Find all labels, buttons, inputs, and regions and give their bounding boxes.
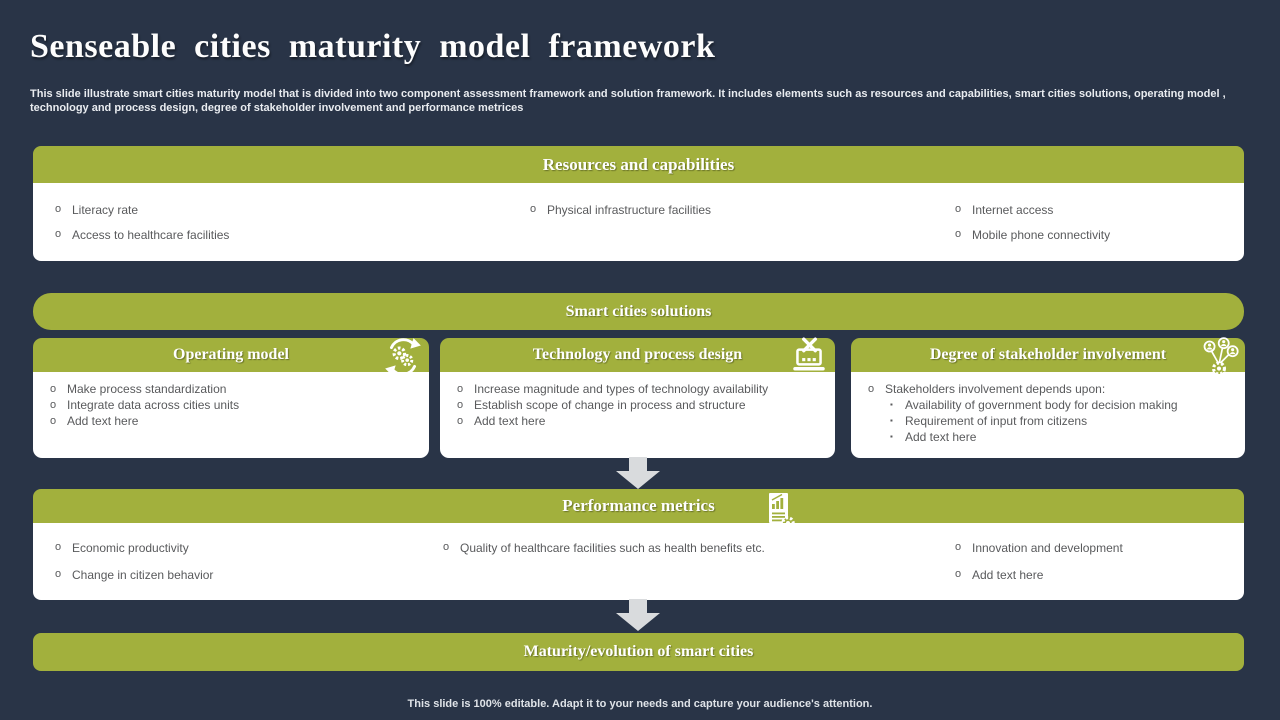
list-item: o Innovation and development <box>955 541 1123 555</box>
list-item-label: Quality of healthcare facilities such as… <box>460 541 765 555</box>
list-item-label: Internet access <box>972 203 1054 217</box>
bullet-marker: ▪ <box>890 416 893 425</box>
bullet-marker: o <box>55 541 62 553</box>
slide-description: This slide illustrate smart cities matur… <box>30 88 1226 114</box>
list-item-label: Add text here <box>67 414 139 428</box>
bullet-marker: o <box>443 541 450 553</box>
maturity-evolution-label: Maturity/evolution of smart cities <box>523 643 754 660</box>
technology-process-body: o Increase magnitude and types of techno… <box>440 372 835 458</box>
resources-header-bar: Resources and capabilities <box>33 146 1244 183</box>
operating-model-body: o Make process standardization o Integra… <box>33 372 429 458</box>
page-title: Senseable cities maturity model framewor… <box>30 28 716 65</box>
list-item: o Quality of healthcare facilities such … <box>443 541 765 555</box>
operating-model-title: Operating model <box>173 346 289 363</box>
list-item-label: Physical infrastructure facilities <box>547 203 712 217</box>
list-item-label: Access to healthcare facilities <box>72 228 230 242</box>
person-node <box>1217 337 1230 350</box>
stakeholder-network-gear-icon <box>1203 337 1239 376</box>
list-item: o Internet access <box>955 203 1053 217</box>
list-item-label: Innovation and development <box>972 541 1123 555</box>
list-item-label: Stakeholders involvement depends upon: <box>885 382 1106 396</box>
sync-gears-icon <box>385 338 421 376</box>
bullet-marker: o <box>457 383 464 395</box>
sub-list-item: ▪ Add text here <box>883 429 1233 445</box>
bullet-marker: ▪ <box>890 432 893 441</box>
person-node <box>1226 345 1239 358</box>
list-item: o Physical infrastructure facilities <box>530 203 711 217</box>
list-item: o Add text here <box>955 568 1043 582</box>
sub-list-item: ▪ Requirement of input from citizens <box>883 413 1233 429</box>
list-item: o Add text here <box>450 413 823 429</box>
performance-section: Performance metrics o Economic productiv… <box>33 489 1244 600</box>
down-arrow-icon <box>616 457 660 489</box>
bullet-marker: o <box>955 568 962 580</box>
list-item-label: Mobile phone connectivity <box>972 228 1111 242</box>
bullet-marker: o <box>457 399 464 411</box>
list-item: o Establish scope of change in process a… <box>450 397 823 413</box>
bullet-marker: o <box>868 383 875 395</box>
sub-list: ▪ Availability of government body for de… <box>861 397 1233 445</box>
operating-model-header: Operating model <box>33 338 429 376</box>
list-item-label: Make process standardization <box>67 382 227 396</box>
list-item: o Mobile phone connectivity <box>955 228 1110 242</box>
stakeholder-involvement-header: Degree of stakeholder involvement <box>851 337 1245 376</box>
stakeholder-involvement-body: o Stakeholders involvement depends upon:… <box>851 372 1245 458</box>
list-item-label: Add text here <box>972 568 1044 582</box>
person-node <box>1203 340 1216 353</box>
list-item: o Integrate data across cities units <box>43 397 417 413</box>
list-item: o Literacy rate <box>55 203 138 217</box>
list-item: o Add text here <box>43 413 417 429</box>
list-item-label: Availability of government body for deci… <box>905 398 1178 412</box>
resources-body: o Literacy rate o Access to healthcare f… <box>33 183 1244 261</box>
list-item: o Change in citizen behavior <box>55 568 213 582</box>
bullet-marker: o <box>55 568 62 580</box>
list-item-label: Add text here <box>905 430 977 444</box>
list-item-label: Increase magnitude and types of technolo… <box>474 382 769 396</box>
list-item: o Stakeholders involvement depends upon: <box>861 381 1233 397</box>
performance-body: o Economic productivity o Change in citi… <box>33 523 1244 600</box>
sub-list-item: ▪ Availability of government body for de… <box>883 397 1233 413</box>
smart-cities-solutions-label: Smart cities solutions <box>565 302 712 320</box>
list-item-label: Integrate data across cities units <box>67 398 240 412</box>
slide-footer-note: This slide is 100% editable. Adapt it to… <box>407 698 873 710</box>
stakeholder-involvement-card: Degree of stakeholder involvement <box>851 337 1245 458</box>
list-item-label: Requirement of input from citizens <box>905 414 1088 428</box>
bullet-marker: o <box>50 383 57 395</box>
bullet-marker: o <box>55 203 62 215</box>
operating-model-card: Operating model o Make process standardi… <box>33 338 429 458</box>
list-item-label: Change in citizen behavior <box>72 568 214 582</box>
maturity-evolution-bar: Maturity/evolution of smart cities <box>33 633 1244 671</box>
list-item-label: Establish scope of change in process and… <box>474 398 746 412</box>
list-item-label: Literacy rate <box>72 203 139 217</box>
technology-process-title: Technology and process design <box>532 346 743 363</box>
down-arrow-icon <box>616 599 660 631</box>
list-item: o Increase magnitude and types of techno… <box>450 381 823 397</box>
resources-section: Resources and capabilities o Literacy ra… <box>33 146 1244 261</box>
technology-process-header: Technology and process design <box>440 337 835 372</box>
bullet-marker: o <box>55 228 62 240</box>
resources-header-label: Resources and capabilities <box>542 154 735 174</box>
bullet-marker: o <box>50 415 57 427</box>
bullet-marker: o <box>955 228 962 240</box>
smart-cities-solutions-bar: Smart cities solutions <box>33 293 1244 330</box>
list-item: o Economic productivity <box>55 541 189 555</box>
stakeholder-involvement-title: Degree of stakeholder involvement <box>929 346 1167 363</box>
bullet-marker: o <box>457 415 464 427</box>
bullet-marker: o <box>530 203 537 215</box>
performance-header-bar: Performance metrics <box>33 489 1244 530</box>
list-item-label: Add text here <box>474 414 546 428</box>
list-item: o Make process standardization <box>43 381 417 397</box>
bullet-marker: o <box>955 203 962 215</box>
performance-header-label: Performance metrics <box>562 496 715 515</box>
laptop-design-tools-icon <box>793 337 825 371</box>
bullet-marker: o <box>50 399 57 411</box>
list-item: o Access to healthcare facilities <box>55 228 229 242</box>
bullet-marker: ▪ <box>890 400 893 409</box>
technology-process-card: Technology and process design o Increase… <box>440 337 835 458</box>
bullet-marker: o <box>955 541 962 553</box>
list-item-label: Economic productivity <box>72 541 189 555</box>
